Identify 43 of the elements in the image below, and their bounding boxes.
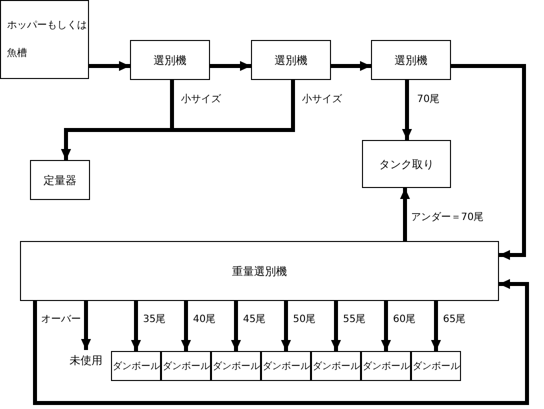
source-box: ホッパーもしくは魚槽 [0, 0, 89, 79]
carton-box: ダンボール [111, 351, 161, 381]
edge-label: 小サイズ [301, 92, 343, 106]
arrow [381, 301, 391, 351]
edge-label: 35尾 [142, 312, 167, 326]
arrow [400, 188, 410, 241]
edge-label: 小サイズ [180, 92, 222, 106]
carton-box: ダンボール [311, 351, 361, 381]
arrow [451, 64, 526, 260]
edge-label: 70尾 [416, 92, 441, 106]
carton-box: ダンボール [211, 351, 261, 381]
node-label: 未使用 [64, 350, 108, 370]
edge-label: 55尾 [342, 312, 367, 326]
edge-label: 65尾 [442, 312, 467, 326]
edge-label: 50尾 [292, 312, 317, 326]
process-box: 選別機 [251, 40, 331, 80]
arrow [331, 61, 371, 71]
process-box: 定量器 [30, 160, 90, 200]
carton-box: ダンボール [261, 351, 311, 381]
arrow [181, 301, 191, 351]
edge-label: アンダー＝70尾 [410, 210, 485, 224]
edge-label: オーバー [40, 312, 82, 326]
carton-box: ダンボール [161, 351, 211, 381]
edge-label: 40尾 [192, 312, 217, 326]
edge-label: 45尾 [242, 312, 267, 326]
arrow [81, 301, 91, 350]
carton-box: ダンボール [361, 351, 411, 381]
arrow [210, 61, 251, 71]
arrow [131, 301, 141, 351]
arrow [281, 301, 291, 351]
process-box: 重量選別機 [20, 241, 499, 301]
process-box: タンク取り [362, 140, 451, 188]
arrow [431, 301, 441, 351]
arrow [331, 301, 341, 351]
process-box: 選別機 [371, 40, 451, 80]
process-box: 選別機 [130, 40, 210, 80]
arrow [231, 301, 241, 351]
arrow [61, 80, 295, 160]
arrow [402, 80, 412, 140]
arrow [89, 61, 130, 71]
arrow [33, 279, 529, 405]
edge-label: 60尾 [392, 312, 417, 326]
carton-box: ダンボール [411, 351, 461, 381]
